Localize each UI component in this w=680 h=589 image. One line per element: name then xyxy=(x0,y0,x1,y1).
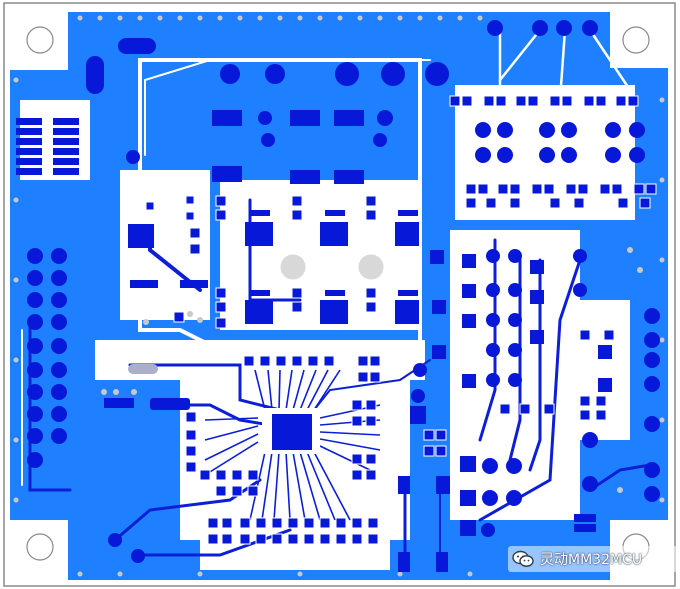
mcu-chip xyxy=(262,408,320,454)
watermark: 灵动MM32MCU xyxy=(508,546,680,572)
rect-pads xyxy=(16,38,612,572)
round-pads xyxy=(27,20,660,563)
wechat-icon xyxy=(512,550,534,568)
ic-pin-rows xyxy=(128,210,418,374)
smd-pads xyxy=(145,95,657,545)
standoff-holes xyxy=(277,251,387,283)
mcu-fanout xyxy=(204,369,381,521)
vias xyxy=(13,15,665,577)
watermark-text: 灵动MM32MCU xyxy=(540,552,643,568)
